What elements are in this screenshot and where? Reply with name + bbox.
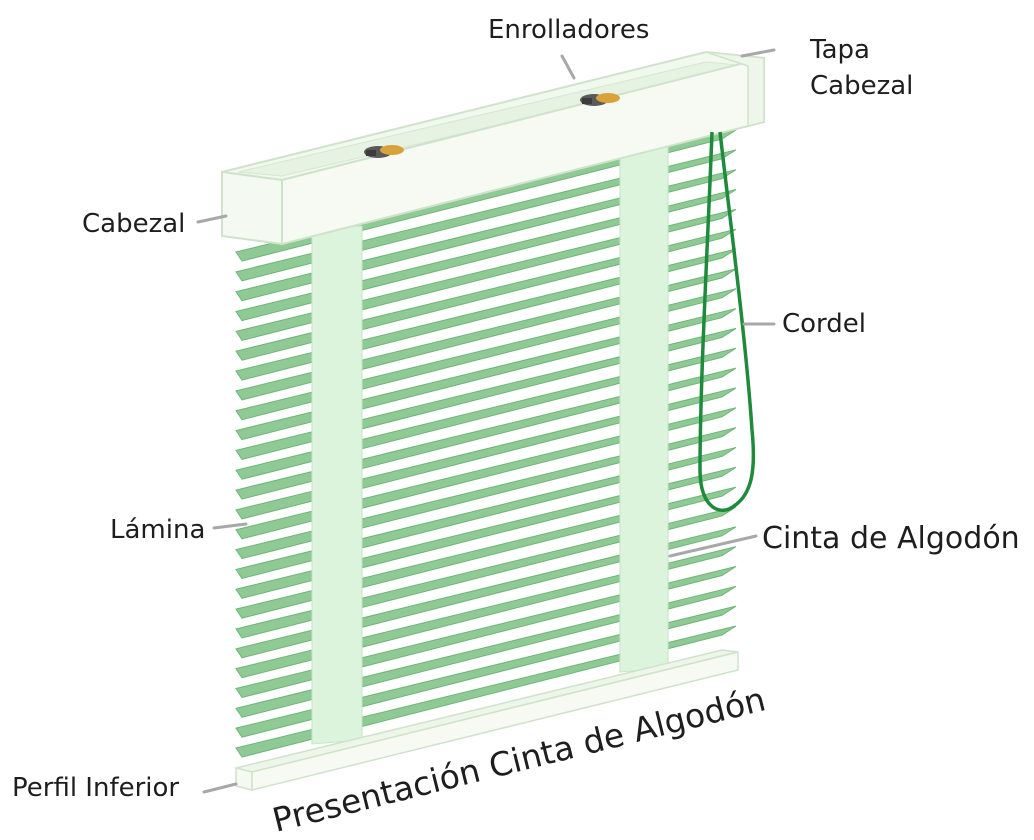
roller-mechanism-left	[364, 145, 404, 158]
cotton-tape-right	[619, 145, 669, 673]
roller-mechanism-right	[580, 93, 620, 106]
cotton-tape-left	[311, 225, 363, 745]
end-cap	[705, 51, 765, 127]
label-tapa-cabezal-line2: Cabezal	[810, 71, 913, 101]
leader-enrolladores	[560, 54, 576, 80]
label-perfil-inferior: Perfil Inferior	[12, 773, 179, 803]
leader-cabezal	[196, 214, 228, 224]
leader-lamina	[212, 522, 248, 530]
leader-tapa-cabezal	[740, 48, 776, 58]
leader-lines	[196, 48, 776, 794]
label-cabezal: Cabezal	[82, 209, 185, 239]
bottom-rail	[235, 649, 739, 791]
label-lamina: Lámina	[110, 515, 205, 545]
leader-perfil-inferior	[202, 782, 238, 794]
label-cinta-algodon: Cinta de Algodón	[762, 521, 1020, 556]
cord-loop	[698, 131, 756, 512]
label-tapa-cabezal-line1: Tapa	[809, 35, 870, 65]
label-enrolladores: Enrolladores	[488, 15, 649, 45]
label-cordel: Cordel	[782, 309, 866, 339]
leader-cinta-algodon	[668, 534, 758, 558]
